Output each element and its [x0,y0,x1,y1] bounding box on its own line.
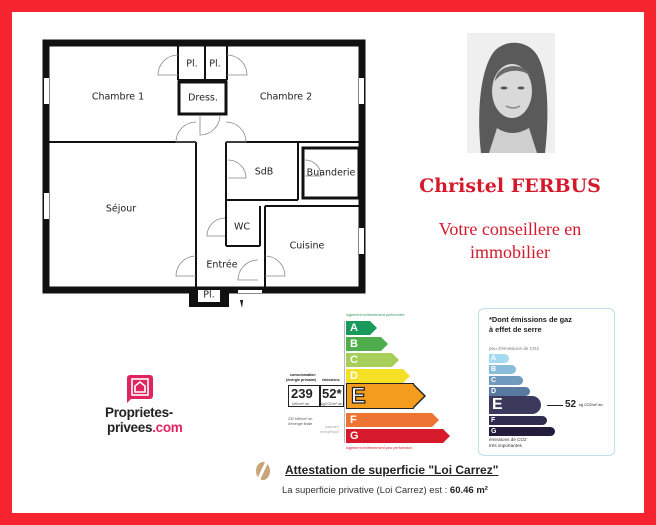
logo-text-line-1: Proprietes- [105,405,173,420]
ges-class-e-current: E [489,396,541,414]
dpe-consumption-value: 239 [291,386,313,401]
portrait-image [467,33,555,153]
ges-pointer-line [547,405,563,406]
ges-high-label: émissions de CO2 très importantes [489,437,527,448]
ruler-icon [256,462,270,480]
logo-text-line-2: privees.com [107,420,183,435]
dpe-passoire-2: énergétique [320,430,339,434]
dpe-final-energy-sub: d'énergie finale [288,422,313,426]
ges-title: *Dont émissions de gaz à effet de serre [489,315,609,335]
dpe-values-box: 239 52* [288,385,344,407]
dpe-class-g: G [346,429,450,443]
ges-high-label-2: très importantes [489,442,522,448]
dpe-divider [344,321,345,443]
ges-low-label: peu d'émissions de CO2 [489,346,539,351]
dpe-box-separator [319,386,321,406]
agent-name: Christel FERBUS [419,175,601,197]
dpe-class-f: F [346,413,439,427]
dpe-passoire-1: passoire [325,425,339,429]
house-logo-icon [127,375,153,399]
dpe-emissions-header: émissions [322,378,340,382]
logo-speech-tail [127,397,133,403]
dpe-emissions-value: 52* [322,386,342,401]
agent-role-line-2: immobilier [470,242,550,262]
dpe-class-e-arrow-fill [413,385,424,407]
dpe-consumption-unit: kWh/m².an [292,402,310,406]
dpe-class-b: B [346,337,388,351]
ges-class-b: B [489,365,516,374]
dpe-class-e-current [346,383,414,409]
carrez-title: Attestation de superficie "Loi Carrez" [285,463,499,477]
dpe-consumption-header: consommation [290,373,316,377]
dpe-class-c: C [346,353,399,367]
carrez-text: La superficie privative (Loi Carrez) est… [282,485,488,496]
dpe-emissions-unit: kgCO2/m².an [321,402,343,406]
dpe-bottom-label: logement extrêmement peu performant [346,446,412,450]
agent-role: Votre conseillere en immobilier [400,218,620,264]
dpe-class-e-letter: E [350,383,366,408]
agent-role-line-1: Votre conseillere en [438,219,582,239]
ges-class-c: C [489,376,523,385]
agent-photo [467,33,555,153]
logo-text-com: .com [152,420,183,435]
dpe-class-a: A [346,321,377,335]
dpe-class-d: D [346,369,410,383]
ges-label: *Dont émissions de gaz à effet de serre … [478,308,615,456]
ges-unit: kg CO2/m².an [579,403,603,407]
ges-class-g: G [489,427,555,436]
ges-title-line-2: à effet de serre [489,325,542,334]
dpe-top-label: logement extrêmement performant [346,313,405,317]
carrez-text-label: La superficie privative (Loi Carrez) est… [282,485,450,496]
dpe-final-energy: 232 kWh/m².an [288,417,313,421]
ges-high-label-1: émissions de CO2 [489,437,527,442]
ges-class-d: D [489,387,530,396]
carrez-surface-value: 60.46 m² [449,485,488,496]
ges-value: 52 [565,399,577,410]
ges-class-f: F [489,416,547,425]
ges-title-line-1: *Dont émissions de gaz [489,315,572,324]
dpe-consumption-sub: (énergie primaire) [286,378,317,382]
ges-class-a: A [489,354,509,363]
logo-text-privees: privees [107,420,153,435]
